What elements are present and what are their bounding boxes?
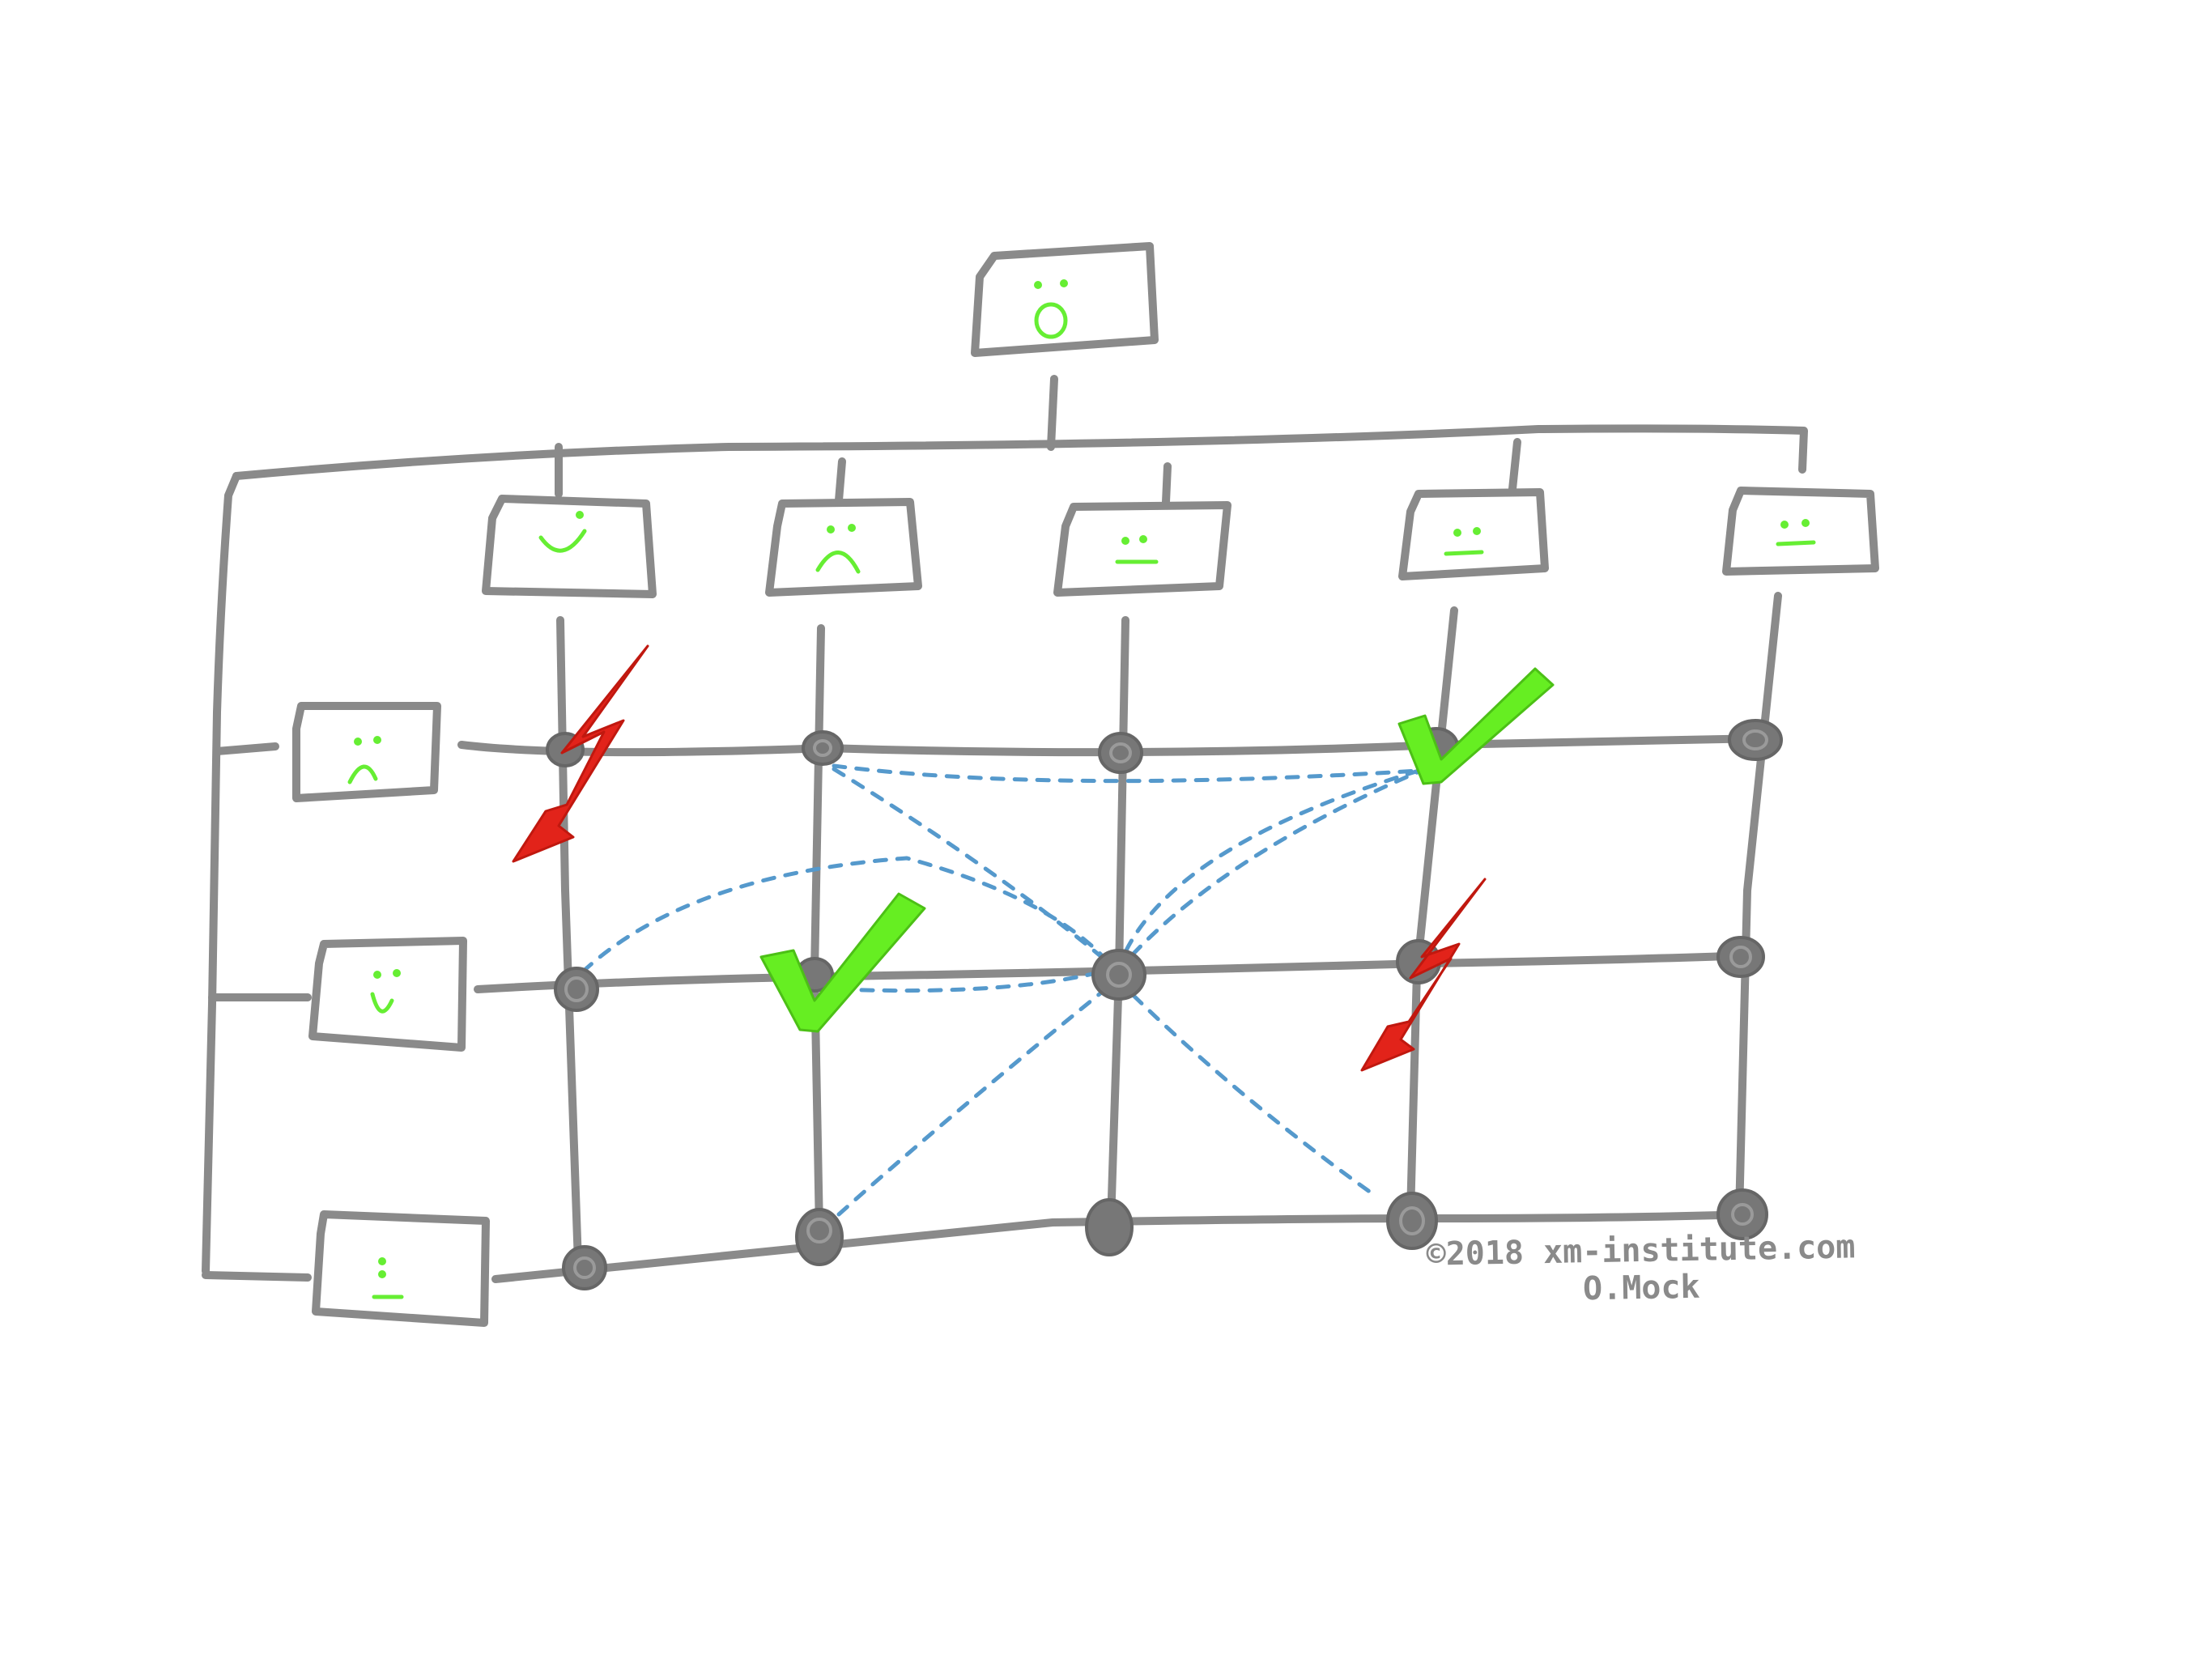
ok-check-1: [1397, 667, 1555, 785]
grid-node: [1716, 936, 1765, 978]
column-head-1: [482, 495, 657, 598]
grid-node: [562, 1245, 607, 1290]
ok-check-2: [759, 892, 926, 1033]
row-head-2: [308, 937, 467, 1052]
matrix-grid: [457, 592, 1782, 1283]
column-head-4: [1398, 488, 1549, 580]
hierarchy-lines: [202, 375, 1808, 1282]
author-line: O.Mock: [1582, 1268, 1700, 1308]
row-head-1: [292, 702, 441, 802]
top-manager-box: [971, 242, 1159, 357]
copyright-line: ©2018 xm-institute.com: [1426, 1228, 1856, 1273]
column-head-2: [765, 498, 922, 597]
grid-node: [1085, 1198, 1134, 1256]
grid-node: [795, 1208, 844, 1266]
column-head-5: [1722, 487, 1879, 576]
grid-node: [802, 730, 844, 766]
grid-node: [1091, 949, 1146, 1001]
grid-node: [1386, 1192, 1438, 1250]
conflict-bolt-1: [512, 644, 649, 863]
grid-node: [554, 967, 599, 1012]
grid-node: [1098, 732, 1143, 774]
column-head-3: [1053, 501, 1231, 597]
informal-connections: [581, 763, 1427, 1217]
copyright-credit: ©2018 xm-institute.com O.Mock: [1426, 1228, 1856, 1310]
grid-node: [1728, 719, 1783, 761]
conflict-bolt-2: [1360, 878, 1487, 1072]
grid-nodes: [546, 719, 1783, 1290]
grid-node: [1716, 1188, 1768, 1240]
row-head-3: [312, 1210, 490, 1327]
